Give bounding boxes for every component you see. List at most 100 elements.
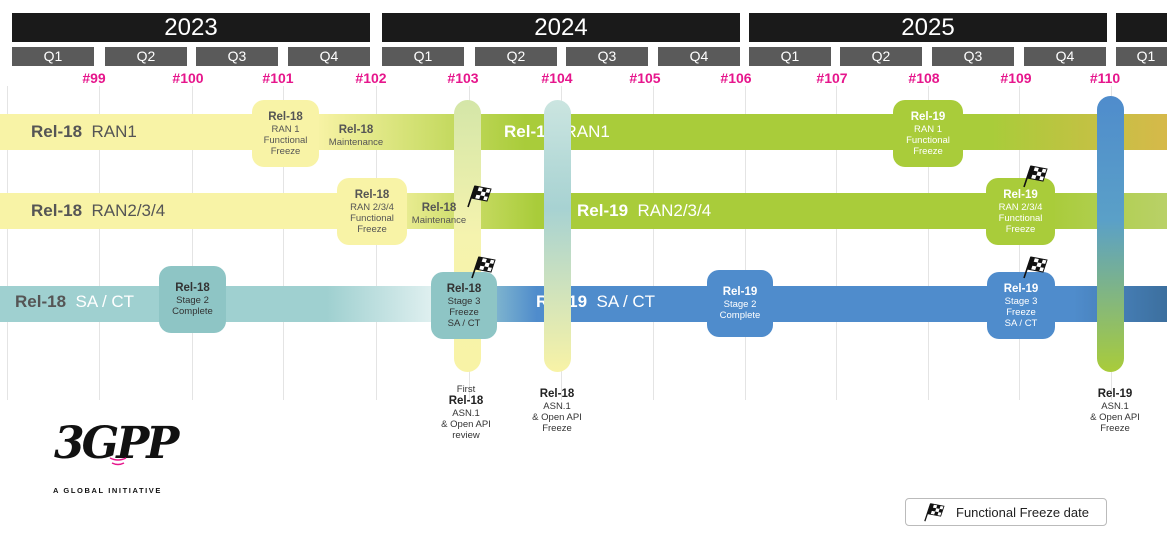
meeting-number: #99 [82, 70, 106, 86]
year-2024: 2024 [382, 13, 740, 42]
rel19-asn-pill [1097, 96, 1124, 372]
box-line: RAN 2/3/4 [350, 201, 394, 213]
ran234-rel19-label: Rel-19 RAN2/3/4 [577, 201, 711, 221]
box-line: RAN 2/3/4 [998, 201, 1043, 213]
box-line: Complete [719, 310, 761, 321]
label-line: Maintenance [411, 215, 467, 226]
gridline [283, 86, 284, 400]
box-line: SA / CT [1004, 317, 1038, 329]
logo-waves-icon [109, 457, 127, 466]
callout-line: Freeze [542, 423, 572, 434]
callout-line: & Open API [441, 419, 491, 430]
legend: Functional Freeze date [905, 498, 1107, 526]
callout-line: Freeze [1100, 423, 1130, 434]
rel18-tag: Rel-18 [31, 201, 83, 220]
meeting-number: #109 [1000, 70, 1032, 86]
ran1-name: RAN1 [564, 122, 610, 141]
gridline [192, 86, 193, 400]
quarter: Q4 [1024, 47, 1106, 66]
quarter: Q3 [932, 47, 1014, 66]
box-release: Rel-18 [268, 110, 303, 123]
sact-rel18-stage3-box: Rel-18 Stage 3 Freeze SA / CT [431, 272, 497, 339]
callout-release: Rel-18 [539, 388, 575, 400]
meeting-number: #107 [816, 70, 848, 86]
meeting-number: #100 [172, 70, 204, 86]
rel18-asn-callout: Rel-18 ASN.1 & Open API Freeze [522, 388, 592, 434]
box-line: Functional [998, 212, 1043, 224]
meeting-number: #101 [262, 70, 294, 86]
label-release: Rel-18 [421, 202, 457, 214]
box-line: Freeze [449, 306, 479, 318]
3gpp-logo: 3GPP A GLOBAL INITIATIVE [50, 418, 190, 498]
year-next [1116, 13, 1167, 42]
box-line: Complete [172, 306, 213, 317]
callout-line: ASN.1 [452, 408, 480, 419]
rel19-asn-callout: Rel-19 ASN.1 & Open API Freeze [1080, 388, 1150, 434]
quarter: Q3 [196, 47, 278, 66]
ran1-band [0, 114, 1167, 150]
ran1-name: RAN1 [91, 122, 137, 141]
quarter: Q2 [840, 47, 922, 66]
checkered-flag-icon [467, 185, 492, 208]
box-release: Rel-19 [1003, 188, 1038, 201]
box-release: Rel-18 [175, 282, 210, 294]
meeting-number: #108 [908, 70, 940, 86]
ran1-rel19-freeze-box: Rel-19 RAN 1 Functional Freeze [893, 100, 963, 167]
checkered-flag-icon [1023, 256, 1048, 279]
callout-line: review [452, 430, 480, 441]
ran234-rel18-freeze-box: Rel-18 RAN 2/3/4 Functional Freeze [337, 178, 407, 245]
meeting-number: #110 [1089, 70, 1121, 86]
box-release: Rel-18 [446, 282, 482, 295]
ran234-rel18-maintenance: Rel-18 Maintenance [405, 202, 473, 226]
box-line: Functional [906, 134, 950, 146]
sact-rel19-stage2-box: Rel-19 Stage 2 Complete [707, 270, 773, 337]
callout-release: Rel-19 [1097, 388, 1133, 400]
first-rel18-asn-callout: First Rel-18 ASN.1 & Open API review [431, 384, 501, 441]
box-line: RAN 1 [914, 123, 942, 135]
checkered-flag-icon [1023, 165, 1048, 188]
box-line: Stage 3 [1004, 295, 1038, 307]
box-release: Rel-19 [910, 110, 946, 123]
checkered-flag-icon [471, 256, 496, 279]
box-line: Stage 2 [176, 295, 209, 306]
rel18-tag: Rel-18 [15, 292, 67, 311]
sact-name: SA / CT [596, 292, 656, 311]
box-line: Functional [350, 212, 394, 224]
quarter: Q3 [566, 47, 648, 66]
ran1-rel19-label: Rel-19 RAN1 [504, 122, 610, 142]
callout-line: First [456, 384, 476, 395]
quarter: Q4 [288, 47, 370, 66]
meeting-number: #103 [447, 70, 479, 86]
box-line: Freeze [270, 145, 301, 157]
meeting-number: #104 [541, 70, 573, 86]
meeting-number: #105 [629, 70, 661, 86]
callout-line: & Open API [532, 412, 582, 423]
rel18-tag: Rel-18 [31, 122, 83, 141]
sact-rel18-stage2-box: Rel-18 Stage 2 Complete [159, 266, 226, 333]
ran234-rel19-freeze-box: Rel-19 RAN 2/3/4 Functional Freeze [986, 178, 1055, 245]
gridline [653, 86, 654, 400]
gridline [928, 86, 929, 400]
ran1-rel18-freeze-box: Rel-18 RAN 1 Functional Freeze [252, 100, 319, 167]
gridline [7, 86, 8, 400]
box-line: SA / CT [447, 317, 481, 329]
gridline [99, 86, 100, 400]
sact-rel18-label: Rel-18 SA / CT [15, 292, 134, 312]
box-line: Freeze [357, 223, 387, 235]
gridline [745, 86, 746, 400]
box-line: Freeze [1005, 223, 1036, 235]
ran1-rel18-maintenance: Rel-18 Maintenance [322, 124, 390, 148]
box-line: Stage 2 [723, 299, 757, 310]
gridline [836, 86, 837, 400]
logo-tagline: A GLOBAL INITIATIVE [53, 486, 163, 495]
sact-name: SA / CT [75, 292, 135, 311]
box-line: Freeze [913, 145, 943, 157]
quarter: Q2 [475, 47, 557, 66]
quarter: Q1 [12, 47, 94, 66]
box-line: RAN 1 [271, 123, 300, 135]
meeting-number: #102 [355, 70, 387, 86]
rel19-tag: Rel-19 [504, 122, 556, 141]
quarter: Q2 [105, 47, 187, 66]
ran234-name: RAN2/3/4 [91, 201, 166, 220]
meeting-number: #106 [720, 70, 752, 86]
